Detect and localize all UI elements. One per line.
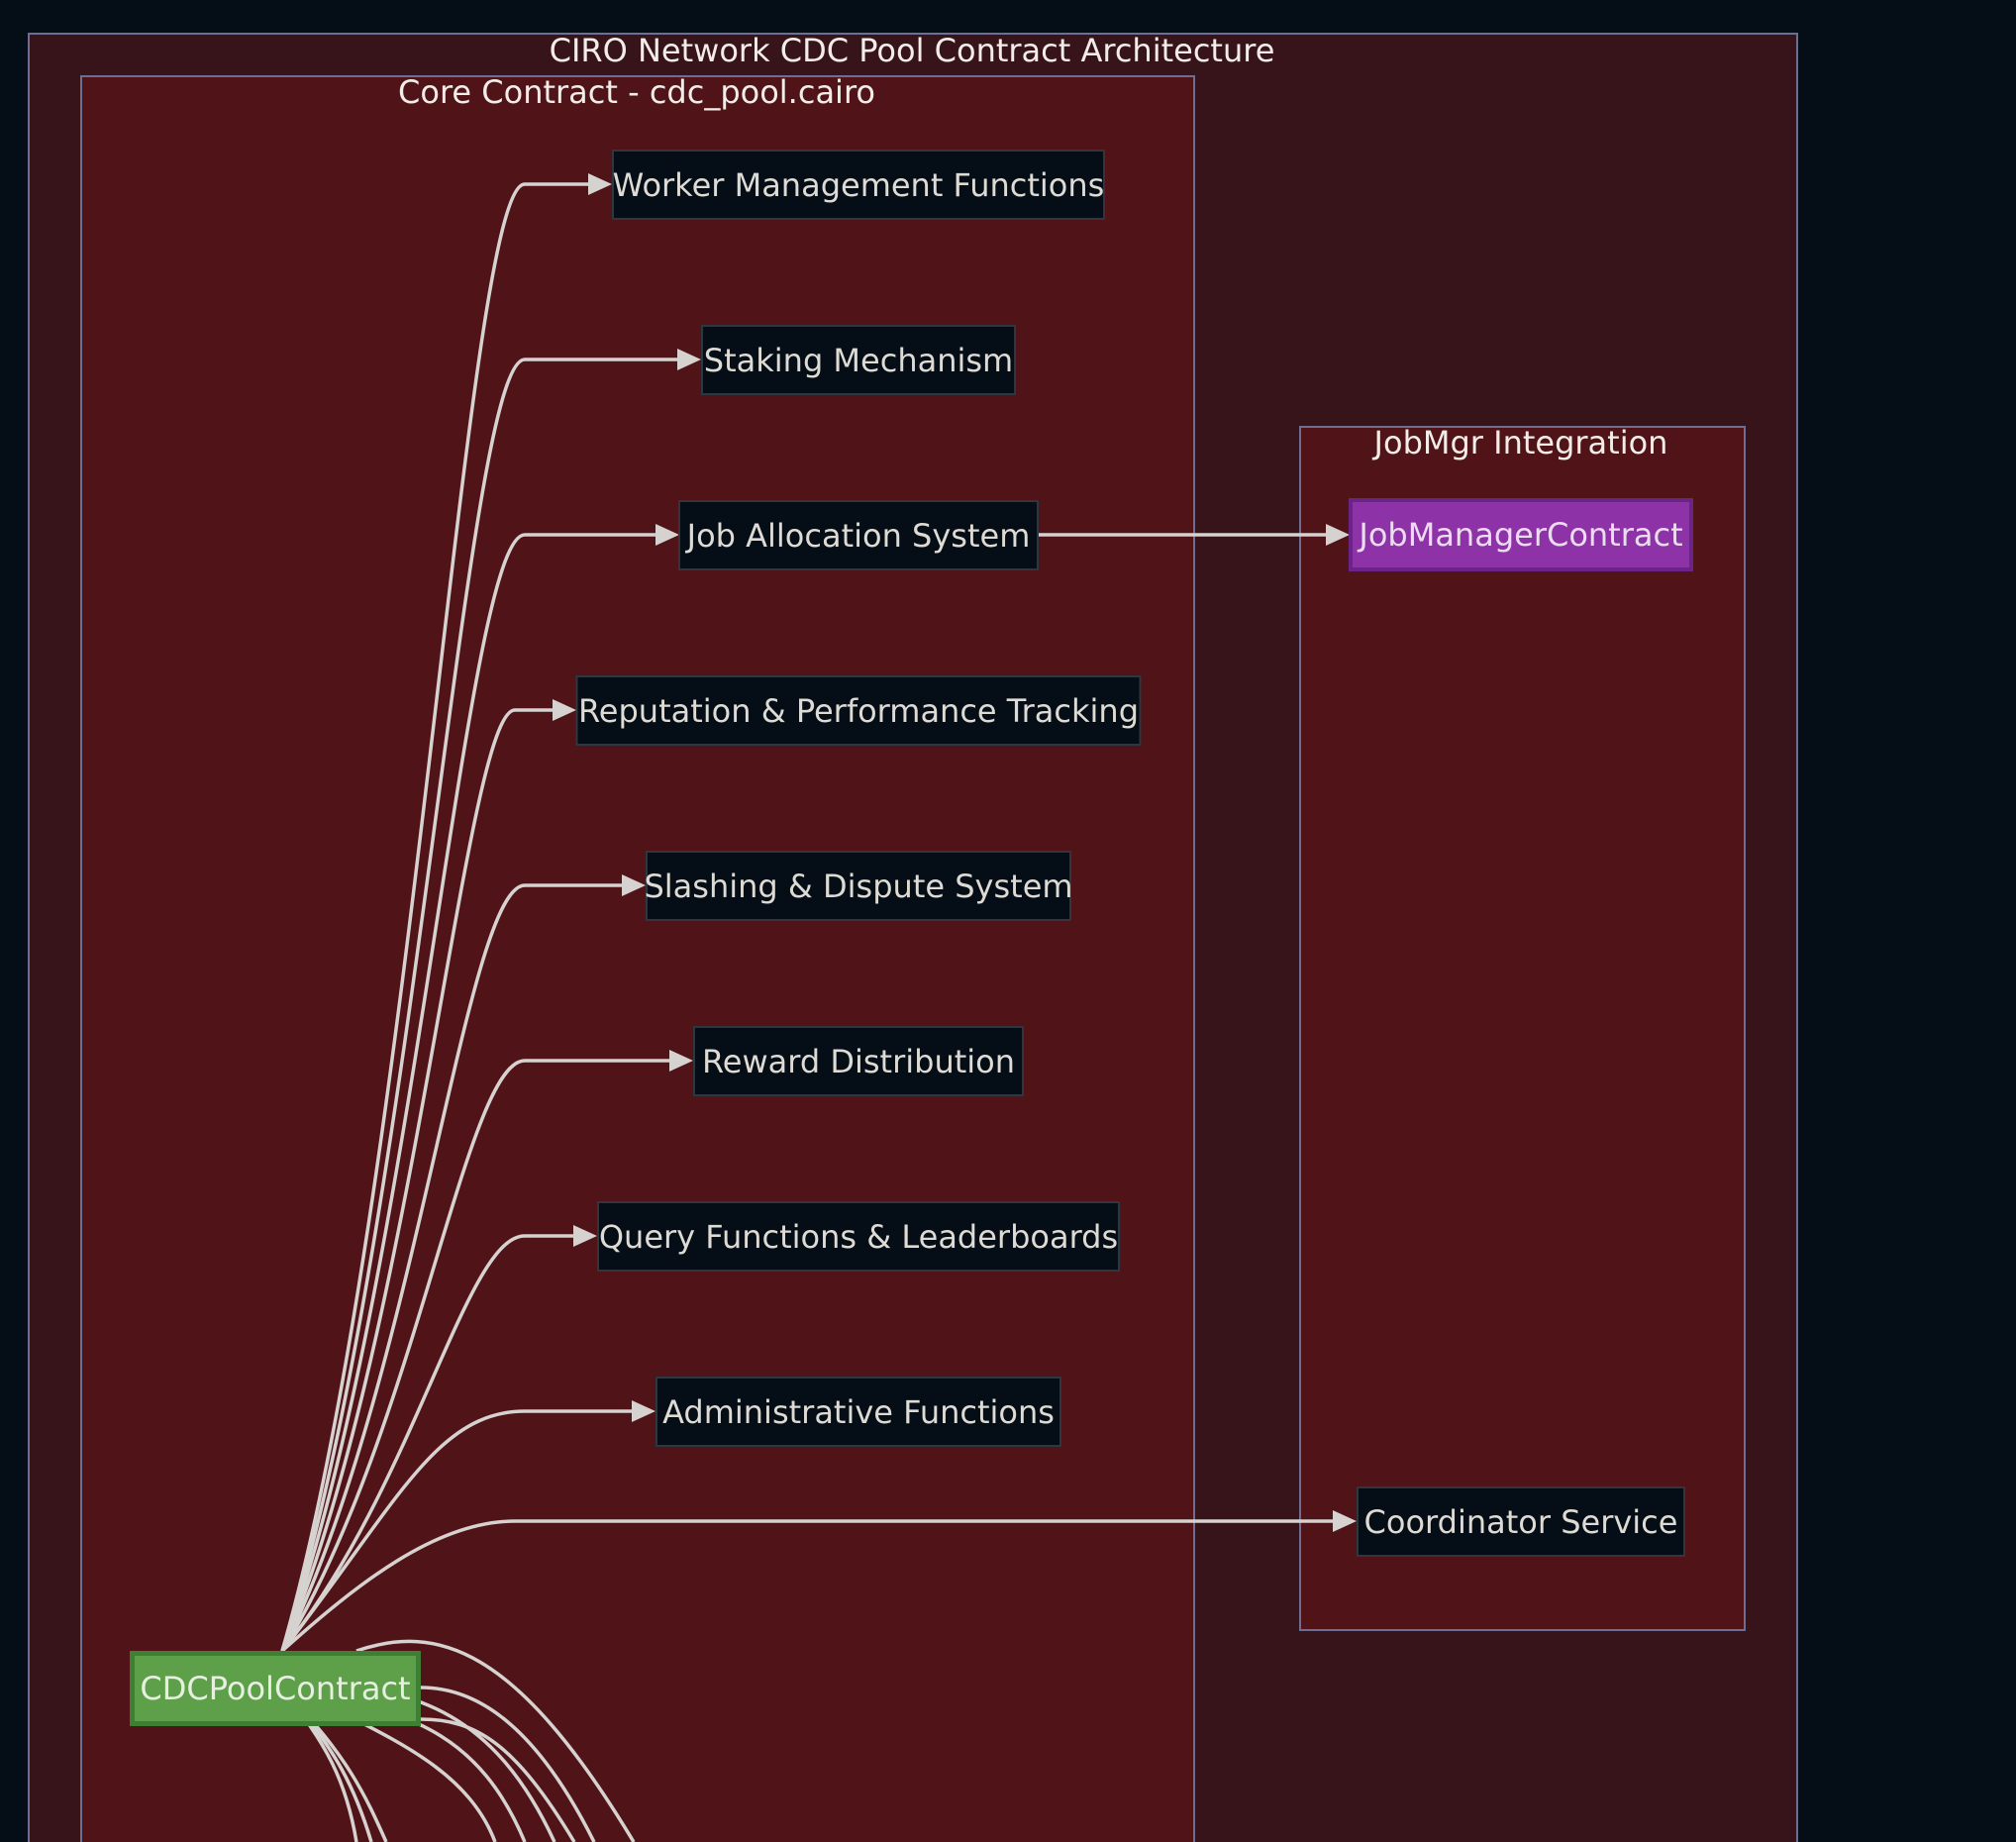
core-contract-cluster-title: Core Contract - cdc_pool.cairo [398, 73, 875, 111]
node-staking-mechanism: Staking Mechanism [701, 325, 1016, 395]
jobmgr-integration-cluster [1299, 426, 1746, 1631]
jobmgr-integration-cluster-title: JobMgr Integration [1373, 424, 1668, 461]
core-contract-cluster [80, 75, 1195, 1842]
node-job-manager-contract: JobManagerContract [1349, 498, 1693, 571]
node-reward-distribution: Reward Distribution [693, 1026, 1024, 1096]
node-cdc-pool-contract-label: CDCPoolContract [140, 1670, 411, 1707]
node-reputation-tracking-label: Reputation & Performance Tracking [578, 691, 1139, 730]
node-worker-management: Worker Management Functions [612, 150, 1105, 220]
diagram-title: CIRO Network CDC Pool Contract Architect… [549, 32, 1275, 69]
node-administrative-functions-label: Administrative Functions [662, 1392, 1055, 1431]
node-job-allocation: Job Allocation System [678, 500, 1039, 570]
node-job-allocation-label: Job Allocation System [686, 516, 1031, 555]
node-staking-mechanism-label: Staking Mechanism [703, 341, 1014, 379]
node-job-manager-contract-label: JobManagerContract [1359, 516, 1683, 554]
node-cdc-pool-contract: CDCPoolContract [130, 1651, 421, 1726]
node-query-functions: Query Functions & Leaderboards [597, 1201, 1120, 1272]
node-reward-distribution-label: Reward Distribution [701, 1042, 1016, 1080]
node-worker-management-label: Worker Management Functions [612, 165, 1105, 204]
node-coordinator-service-label: Coordinator Service [1363, 1502, 1678, 1541]
node-slashing-dispute: Slashing & Dispute System [644, 851, 1073, 921]
node-slashing-dispute-label: Slashing & Dispute System [644, 867, 1073, 905]
node-administrative-functions: Administrative Functions [655, 1377, 1061, 1447]
node-reputation-tracking: Reputation & Performance Tracking [575, 675, 1142, 746]
node-query-functions-label: Query Functions & Leaderboards [598, 1217, 1119, 1256]
node-coordinator-service: Coordinator Service [1357, 1486, 1685, 1557]
